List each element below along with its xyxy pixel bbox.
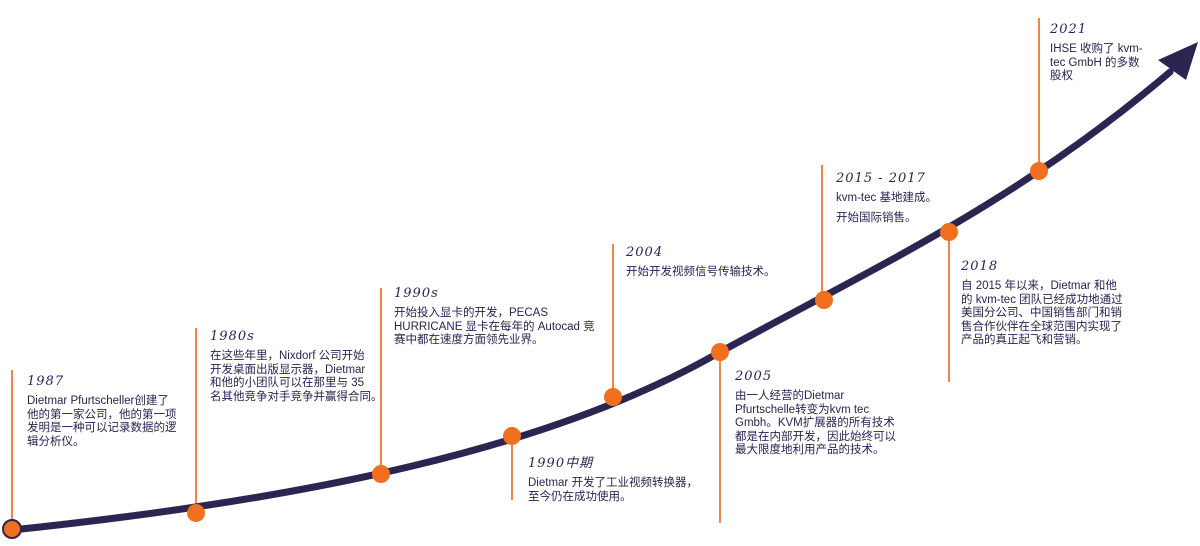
milestone-description: 在这些年里，Nixdorf 公司开始 开发桌面出版显示器，Dietmar 和他的… xyxy=(210,350,383,404)
milestone-year: 2015 - 2017 xyxy=(836,171,926,186)
milestone-year: 1987 xyxy=(27,374,65,389)
description-line: 股权 xyxy=(1050,70,1073,82)
marker-1990s xyxy=(372,465,390,483)
milestone-2018: 2018 自 2015 年以来，Dietmar 和他 的 kvm-tec 团队已… xyxy=(961,259,1123,348)
timeline-arrowhead xyxy=(1158,42,1198,80)
timeline-curve xyxy=(8,68,1174,534)
marker-2004 xyxy=(604,388,622,406)
milestone-year: 2021 xyxy=(1050,22,1088,37)
description-line: 和他的小团队可以在那里与 35 xyxy=(210,377,364,389)
description-line: 自 2015 年以来，Dietmar 和他 xyxy=(961,280,1117,292)
marker-2018 xyxy=(940,223,958,241)
marker-1980s xyxy=(187,504,205,522)
description-line: Dietmar 开发了工业视频转换器， xyxy=(528,477,698,489)
description-paragraph: 开始国际销售。 xyxy=(836,211,917,224)
description-line: tec GmbH 的多数 xyxy=(1050,56,1140,69)
milestone-2005: 2005 由一人经营的Dietmar Pfurtschelle转变为kvm te… xyxy=(735,369,896,458)
description-line: 由一人经营的Dietmar xyxy=(735,390,845,402)
milestone-1980s: 1980s 在这些年里，Nixdorf 公司开始 开发桌面出版显示器，Dietm… xyxy=(210,329,383,404)
description-line: 至今仍在成功使用。 xyxy=(528,490,632,503)
milestone-1990s: 1990s 开始投入显卡的开发，PECAS HURRICANE 显卡在每年的 A… xyxy=(394,286,595,348)
description-line: Gmbh。KVM扩展器的所有技术 xyxy=(735,417,895,429)
description-line: 开发桌面出版显示器，Dietmar xyxy=(210,363,366,376)
description-line: 开始投入显卡的开发，PECAS xyxy=(394,307,548,319)
milestone-1987: 1987 Dietmar Pfurtscheller创建了 他的第一家公司，他的… xyxy=(27,374,177,449)
description-line: 开始开发视频信号传输技术。 xyxy=(626,266,776,278)
description-line: IHSE 收购了 kvm- xyxy=(1050,43,1143,55)
marker-1990mid xyxy=(503,427,521,445)
milestone-year: 2018 xyxy=(961,259,999,274)
milestone-year: 2005 xyxy=(735,369,773,384)
milestone-2004: 2004 开始开发视频信号传输技术。 xyxy=(626,245,776,280)
marker-2015-2017 xyxy=(815,291,833,309)
description-line: 赛中都在速度方面领先业界。 xyxy=(394,334,544,346)
description-line: 发明是一种可以记录数据的逻 xyxy=(27,422,177,434)
milestone-description: 开始开发视频信号传输技术。 xyxy=(626,266,776,280)
milestone-description: Dietmar Pfurtscheller创建了 他的第一家公司，他的第一项 发… xyxy=(27,395,177,449)
marker-1987 xyxy=(2,519,22,539)
milestone-description: Dietmar 开发了工业视频转换器， 至今仍在成功使用。 xyxy=(528,477,698,504)
description-line: 售合作伙伴在全球范围内实现了 xyxy=(961,320,1122,333)
milestone-year: 2004 xyxy=(626,245,664,260)
description-line: 产品的真正起飞和营销。 xyxy=(961,334,1088,346)
description-line: 的 kvm-tec 团队已经成功地通过 xyxy=(961,293,1123,306)
milestone-description: 由一人经营的Dietmar Pfurtschelle转变为kvm tec Gmb… xyxy=(735,390,896,458)
description-line: Dietmar Pfurtscheller创建了 xyxy=(27,395,169,407)
milestone-description: 自 2015 年以来，Dietmar 和他 的 kvm-tec 团队已经成功地通… xyxy=(961,280,1123,348)
milestone-year: 1980s xyxy=(210,329,255,344)
milestone-2021: 2021 IHSE 收购了 kvm- tec GmbH 的多数 股权 xyxy=(1050,22,1143,84)
description-line: 名其他竞争对手竞争并赢得合同。 xyxy=(210,390,383,403)
milestone-year: 1990中期 xyxy=(528,456,594,471)
marker-2021 xyxy=(1030,162,1048,180)
description-line: 在这些年里，Nixdorf 公司开始 xyxy=(210,350,365,362)
description-line: 辑分析仪。 xyxy=(27,435,85,448)
description-line: 都是在内部开发，因此始终可以 xyxy=(735,430,896,443)
description-line: HURRICANE 显卡在每年的 Autocad 竞 xyxy=(394,320,595,333)
description-line: Pfurtschelle转变为kvm tec xyxy=(735,403,870,416)
milestone-description: 开始投入显卡的开发，PECAS HURRICANE 显卡在每年的 Autocad… xyxy=(394,307,595,348)
marker-2005 xyxy=(711,343,729,361)
description-line: 他的第一家公司，他的第一项 xyxy=(27,408,177,421)
description-line: 美国分公司、中国销售部门和销 xyxy=(961,307,1122,319)
milestone-2015-2017: 2015 - 2017 kvm-tec 基地建成。 开始国际销售。 xyxy=(836,171,937,231)
description-line: 最大限度地利用产品的技术。 xyxy=(735,444,885,456)
milestone-year: 1990s xyxy=(394,286,439,301)
milestone-description: IHSE 收购了 kvm- tec GmbH 的多数 股权 xyxy=(1050,43,1143,84)
milestone-description: kvm-tec 基地建成。 开始国际销售。 xyxy=(836,192,937,225)
milestone-1990-mid: 1990中期 Dietmar 开发了工业视频转换器， 至今仍在成功使用。 xyxy=(528,456,698,504)
description-paragraph: kvm-tec 基地建成。 xyxy=(836,192,937,204)
